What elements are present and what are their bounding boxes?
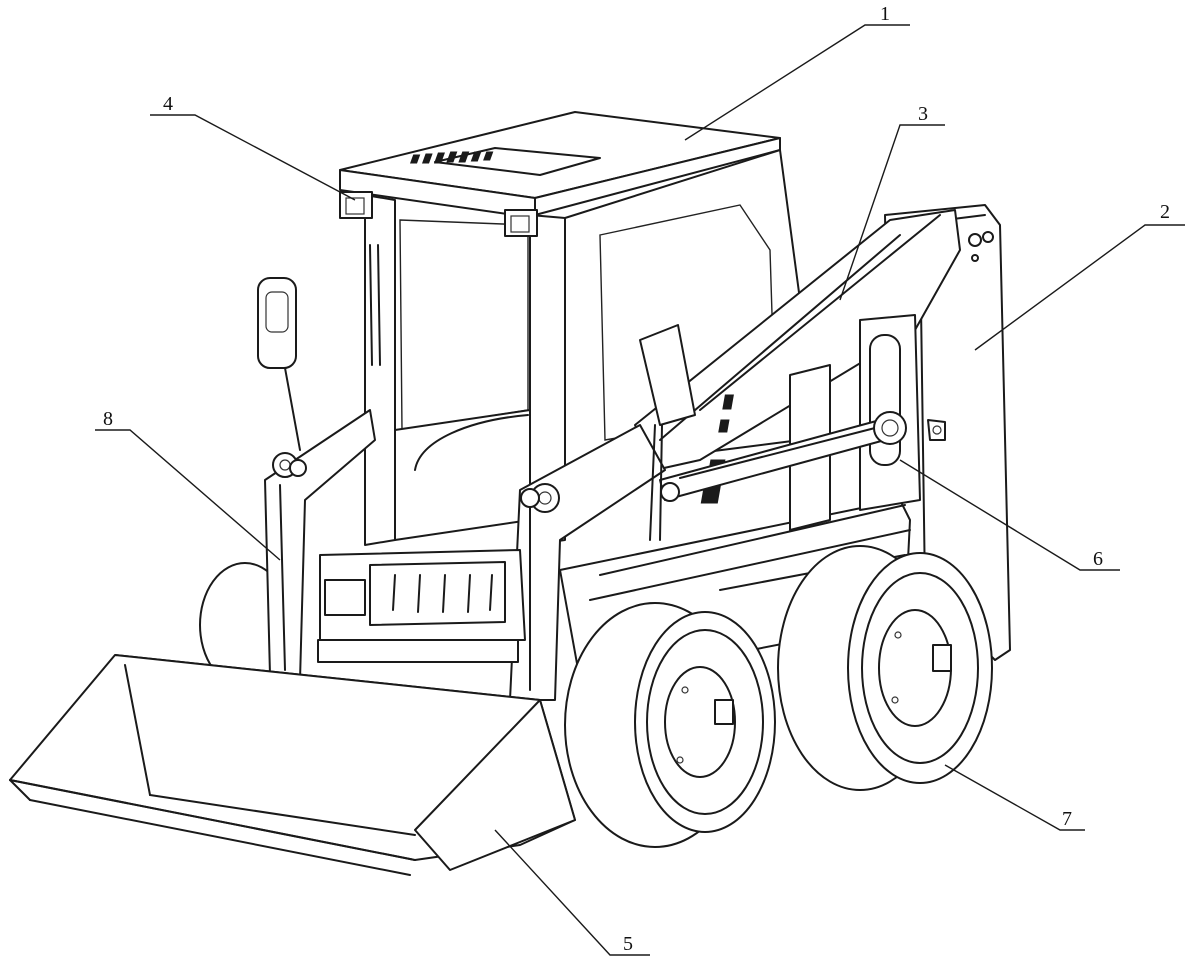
leader-lines [95,24,1185,956]
callout-3: 3 [918,103,928,125]
lift-cylinder [659,411,907,502]
right-lift-arm-front [509,424,666,701]
work-light-right [504,209,538,237]
callout-4: 4 [163,93,173,115]
callout-5: 5 [623,933,633,955]
quick-attach-plate [317,549,526,663]
rear-wheel [777,545,993,791]
bucket [9,654,576,876]
left-mirror [257,277,301,451]
callout-6: 6 [1093,548,1103,570]
callout-2: 2 [1160,201,1170,223]
callout-8: 8 [103,408,113,430]
work-light-left [339,191,373,219]
right-mirror [639,324,696,541]
callout-7: 7 [1062,808,1072,830]
callout-1: 1 [880,3,890,25]
front-tire [564,602,776,848]
